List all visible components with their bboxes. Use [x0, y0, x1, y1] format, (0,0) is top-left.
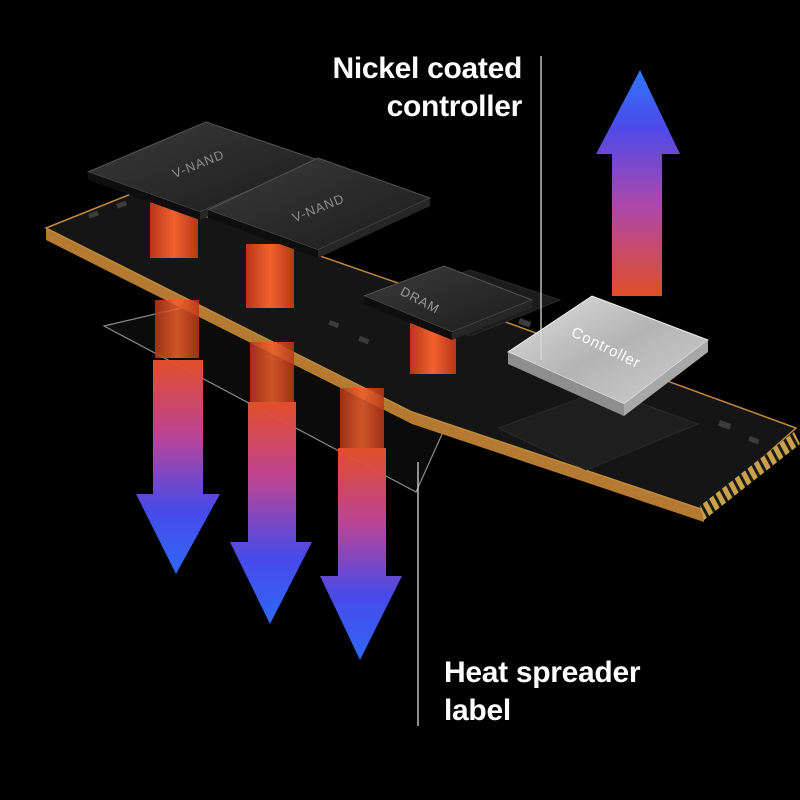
callout-nickel-line2: controller [386, 90, 523, 123]
callout-heat-line2: label [444, 694, 511, 727]
callout-nickel-line1: Nickel coated [332, 52, 522, 85]
down-arrow-2 [230, 402, 312, 624]
vnand-chip-2: V-NAND [206, 157, 432, 258]
down-arrow-3 [320, 448, 402, 660]
dram-chip: DRAM [362, 265, 534, 340]
callout-nickel-coated-controller: Nickel coated controller [300, 50, 522, 126]
callout-heat-spreader-label: Heat spreader label [444, 654, 641, 730]
down-arrow-1 [136, 360, 220, 574]
down-arrows [136, 360, 402, 660]
controller-chip: Controller [506, 295, 710, 416]
up-arrow [596, 70, 680, 296]
callout-heat-line1: Heat spreader [444, 656, 641, 689]
